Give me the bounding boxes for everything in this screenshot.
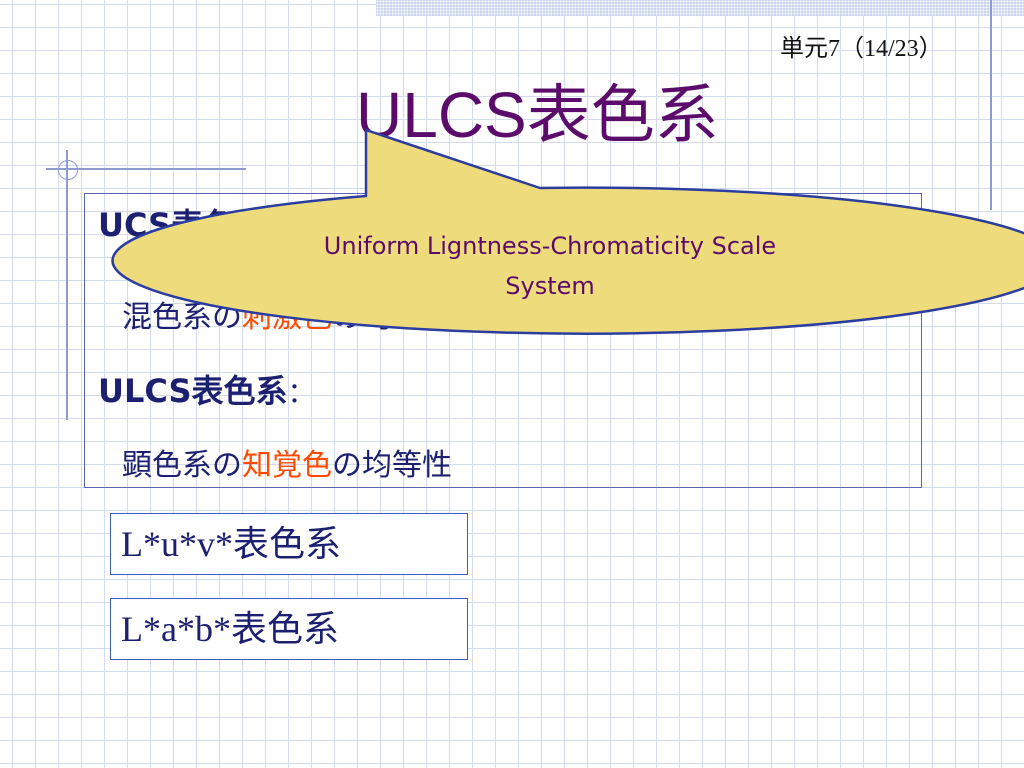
ulcs-desc-highlight: 知覚色 <box>242 448 332 483</box>
callout-text: Uniform Ligntness-Chromaticity Scale Sys… <box>240 226 860 306</box>
slide-number: 単元7（14/23） <box>780 36 943 62</box>
slide-title: ULCS表色系 <box>356 79 719 151</box>
callout-line-2: System <box>505 272 595 300</box>
callout-shape <box>111 128 1024 335</box>
ulcs-desc-prefix: 顕色系の <box>122 448 242 483</box>
callout-line-1: Uniform Ligntness-Chromaticity Scale <box>323 232 777 260</box>
ulcs-label: ULCS表色系： <box>98 366 316 412</box>
luv-system-box: L*u*v*表色系 <box>110 513 468 575</box>
ulcs-colon: ： <box>287 376 316 409</box>
right-rule-line <box>990 0 992 210</box>
ulcs-label-text: ULCS表色系 <box>98 372 288 410</box>
left-horizontal-rule <box>46 168 246 170</box>
ulcs-description: 顕色系の知覚色の均等性 <box>122 440 452 484</box>
left-rule-line <box>66 150 68 420</box>
circle-marker-icon <box>58 160 78 180</box>
lab-system-box: L*a*b*表色系 <box>110 598 468 660</box>
ulcs-desc-suffix: の均等性 <box>332 448 452 483</box>
header-band <box>376 0 1024 16</box>
